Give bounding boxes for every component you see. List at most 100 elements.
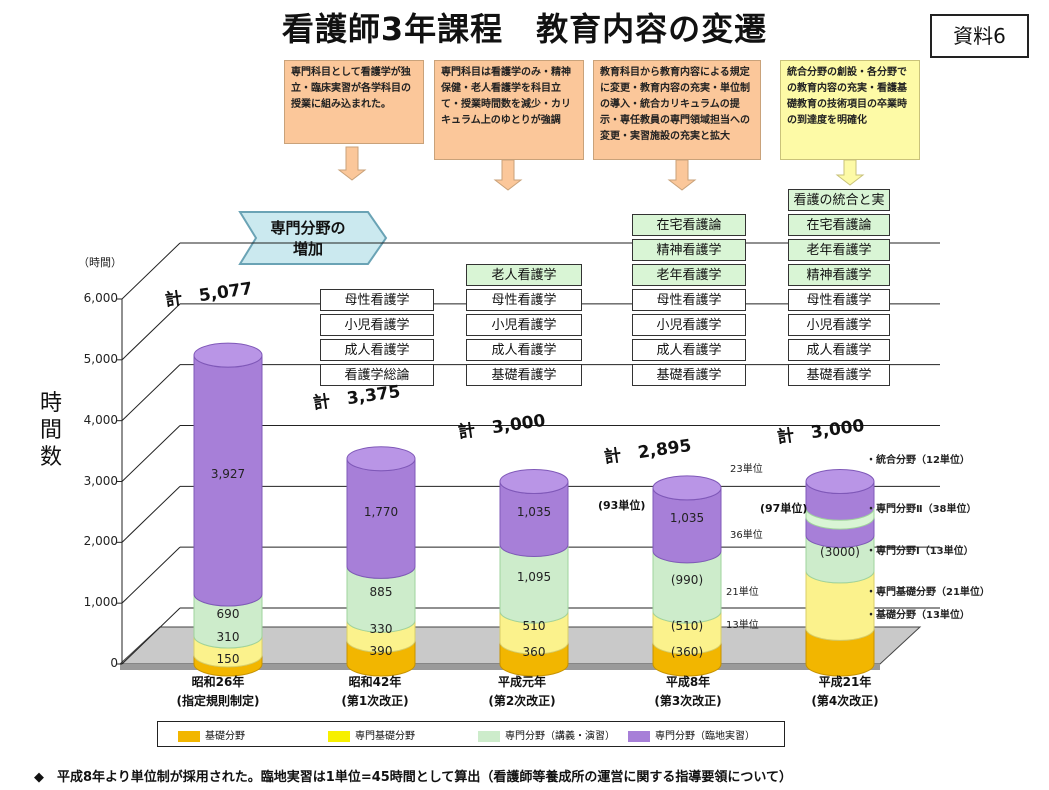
subject-box: 成人看護学: [632, 339, 746, 361]
segment-value-label: 1,035: [669, 511, 705, 526]
legend-item: 専門基礎分野: [328, 727, 415, 742]
subject-box: 老人看護学: [466, 264, 582, 286]
subject-box: 小児看護学: [466, 314, 582, 336]
segment-value-label: 1,770: [363, 504, 399, 519]
gridline-diagonal: [121, 546, 181, 604]
segment-value-label: 690: [216, 607, 240, 622]
y-axis-title-char: 数: [39, 445, 62, 470]
subject-box: 母性看護学: [632, 289, 746, 311]
segment-value-label: 390: [369, 644, 393, 659]
banner-line-2: 増加: [292, 240, 323, 258]
legend-label: 基礎分野: [205, 731, 245, 742]
segment-value-label: (990): [670, 572, 704, 587]
bar5-unit-annotation: ・専門分野Ⅱ（38単位）: [866, 504, 977, 515]
segment-value-label: (510): [670, 618, 704, 633]
y-axis-title: 時 間 数: [36, 390, 66, 471]
callout-note-4: 統合分野の創設・各分野での教育内容の充実・看護基礎教育の技術項目の卒業時の到達度…: [780, 60, 920, 160]
callout-arrow-icon: [337, 146, 367, 181]
subject-box: 母性看護学: [466, 289, 582, 311]
subject-box: 母性看護学: [788, 289, 890, 311]
legend-swatch-specialized-basic: [328, 730, 350, 742]
bar4-unit-annotation: 13単位: [726, 620, 759, 631]
gridline-diagonal: [121, 303, 181, 361]
y-axis-title-char: 時: [39, 391, 62, 416]
legend-item: 基礎分野: [178, 727, 245, 742]
subject-box: 精神看護学: [788, 264, 890, 286]
callout-note-3: 教育科目から教育内容による規定に変更・教育内容の充実・単位制の導入・統合カリキュ…: [593, 60, 761, 160]
x-category-label: 平成21年(第4次改正): [811, 675, 879, 708]
bar4-unit-annotation: 23単位: [730, 464, 763, 475]
y-tick-label: 5,000: [83, 351, 118, 366]
page-title: 看護師3年課程 教育内容の変遷: [281, 10, 768, 48]
gridline-diagonal: [121, 607, 181, 665]
subject-box: 母性看護学: [320, 289, 434, 311]
legend-item: 専門分野（講義・演習）: [478, 727, 615, 742]
bar4-total-units: (93単位): [598, 499, 646, 512]
x-category-label: 昭和42年(第1次改正): [341, 675, 409, 708]
bar-top-cap: [193, 342, 263, 368]
gridline-diagonal: [121, 425, 181, 482]
footnote: ◆ 平成8年より単位制が採用された。臨地実習は1単位=45時間として算出（看護師…: [34, 770, 793, 785]
legend-swatch-clinical: [628, 730, 650, 742]
legend-swatch-basic: [178, 730, 200, 742]
segment-value-label: 885: [369, 585, 393, 600]
bar5-unit-annotation: ・専門基礎分野（21単位）: [866, 587, 990, 598]
bar5-unit-annotation: ・統合分野（12単位）: [866, 455, 970, 466]
y-axis-title-char: 間: [39, 418, 62, 443]
legend-label: 専門基礎分野: [355, 731, 415, 742]
subject-box: 老年看護学: [632, 264, 746, 286]
document-badge: 資料6: [930, 14, 1029, 58]
callout-arrow-icon: [493, 159, 523, 191]
segment-value-label: (3000): [820, 545, 860, 560]
callout-note-2: 専門科目は看護学のみ・精神保健・老人看護学を科目立て・授業時間数を減少・カリキュ…: [434, 60, 584, 160]
bar-segment: [346, 458, 416, 579]
bar-segment: [193, 355, 263, 607]
subject-box: 成人看護学: [320, 339, 434, 361]
x-category-label: 平成元年(第2次改正): [488, 675, 556, 708]
callout-arrow-icon: [667, 159, 697, 191]
subject-box: 成人看護学: [788, 339, 890, 361]
legend-item: 専門分野（臨地実習）: [628, 727, 755, 742]
y-tick-label: 2,000: [83, 534, 118, 549]
subject-box: 成人看護学: [466, 339, 582, 361]
bar4-unit-annotation: 36単位: [730, 530, 763, 541]
subject-box: 在宅看護論: [788, 214, 890, 236]
bar-top-cap: [499, 469, 569, 494]
callout-arrow-icon: [835, 159, 865, 186]
segment-value-label: (360): [670, 645, 704, 660]
legend-swatch-specialized-lecture: [478, 730, 500, 742]
banner-arrow-shape: [238, 211, 388, 265]
callout-note-1: 専門科目として看護学が独立・臨床実習が各学科目の授業に組み込まれた。: [284, 60, 424, 144]
gridline-diagonal: [121, 485, 181, 543]
x-category-label: 平成8年(第3次改正): [654, 675, 722, 708]
subject-box: 在宅看護論: [632, 214, 746, 236]
y-tick-label: 0: [110, 656, 118, 670]
legend-label: 専門分野（講義・演習）: [505, 731, 615, 742]
subject-box: 基礎看護学: [788, 364, 890, 386]
bar-segment-integration: [805, 508, 875, 530]
segment-value-label: 3,927: [210, 466, 246, 481]
subject-box: 看護の統合と実践: [788, 189, 890, 230]
subject-box: 老年看護学: [788, 239, 890, 261]
bar5-unit-annotation: ・専門分野Ⅰ（13単位）: [866, 546, 974, 557]
x-category-label: 昭和26年(指定規則制定): [176, 675, 260, 708]
gridline-diagonal: [121, 364, 181, 422]
subject-box: 小児看護学: [320, 314, 434, 336]
bar5-unit-annotation: ・基礎分野（13単位）: [866, 610, 970, 621]
bar-top-cap: [805, 469, 875, 494]
subject-box: 看護学総論: [320, 364, 434, 386]
y-tick-label: 3,000: [83, 473, 118, 488]
subject-box: 小児看護学: [632, 314, 746, 336]
banner-label: 専門分野の 増加: [248, 218, 368, 260]
segment-value-label: 150: [216, 652, 240, 666]
subject-box: 精神看護学: [632, 239, 746, 261]
y-tick-label: 4,000: [83, 412, 118, 427]
y-axis-unit: （時間）: [78, 256, 122, 269]
subject-box: 基礎看護学: [632, 364, 746, 386]
segment-value-label: 310: [216, 630, 240, 645]
y-tick-label: 6,000: [83, 291, 118, 305]
segment-value-label: 330: [369, 622, 393, 637]
bar-top-cap: [346, 446, 416, 472]
